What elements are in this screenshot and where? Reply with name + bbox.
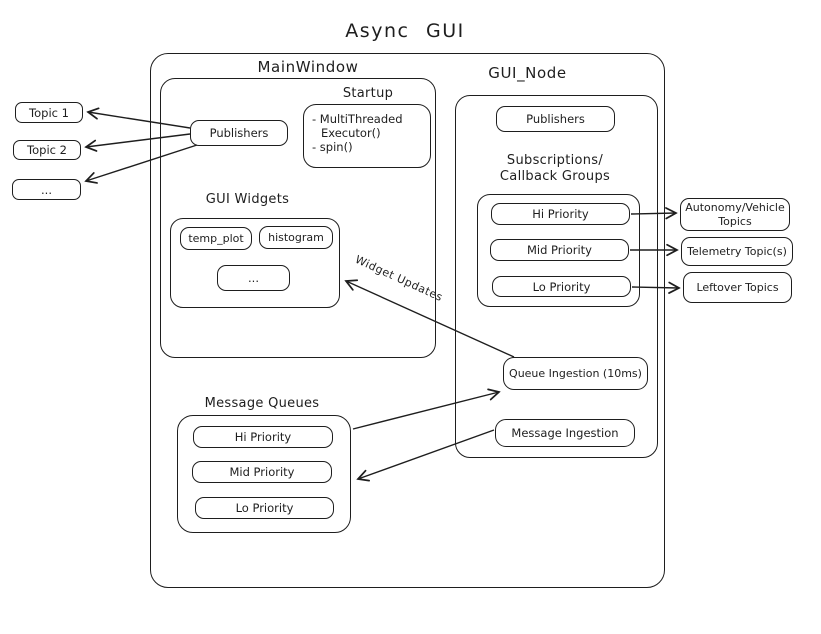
gui-node-label: GUI_Node	[488, 64, 567, 82]
queue-ingestion-box: Queue Ingestion (10ms)	[503, 357, 648, 390]
topic-2-box: Topic 2	[13, 140, 81, 160]
hi-priority-queue-label: Hi Priority	[234, 430, 292, 444]
telemetry-topics-label: Telemetry Topic(s)	[687, 245, 787, 258]
queue-ingestion-label: Queue Ingestion (10ms)	[509, 367, 642, 380]
lo-priority-subscription-label: Lo Priority	[532, 279, 591, 294]
more-widgets-ellipsis-box: ...	[217, 265, 290, 291]
startup-label: Startup	[342, 86, 394, 101]
mid-priority-queue-box: Mid Priority	[192, 461, 332, 483]
autonomy-topics-line1: Autonomy/Vehicle	[685, 200, 785, 214]
subscriptions-callback-groups-label: Subscriptions/ Callback Groups	[482, 153, 628, 185]
autonomy-vehicle-topics-label: Autonomy/Vehicle Topics	[685, 201, 785, 229]
histogram-widget-box: histogram	[259, 226, 333, 249]
mid-priority-subscription-box: Mid Priority	[490, 239, 629, 261]
publishers-guinode-label: Publishers	[526, 112, 585, 126]
hi-priority-subscription-box: Hi Priority	[491, 203, 630, 225]
startup-line-multithreaded: - MultiThreaded	[312, 112, 403, 126]
temp-plot-widget-box: temp_plot	[180, 227, 252, 250]
hi-priority-subscription-label: Hi Priority	[532, 207, 589, 221]
mainwindow-container-box	[160, 78, 436, 358]
lo-priority-queue-box: Lo Priority	[195, 497, 334, 519]
mainwindow-label: MainWindow	[257, 58, 359, 76]
message-ingestion-label: Message Ingestion	[511, 426, 619, 440]
subscriptions-label-line2: Callback Groups	[499, 169, 611, 184]
topic-2-label: Topic 2	[27, 143, 67, 157]
publishers-mainwindow-box: Publishers	[190, 120, 288, 146]
gui-node-container-box	[455, 95, 658, 458]
autonomy-topics-line2: Topics	[718, 214, 752, 228]
autonomy-vehicle-topics-box: Autonomy/Vehicle Topics	[680, 198, 790, 231]
more-widgets-ellipsis-label: ...	[248, 271, 259, 285]
topic-ellipsis-box: ...	[12, 179, 81, 200]
leftover-topics-label: Leftover Topics	[696, 281, 779, 294]
subscriptions-label-line1: Subscriptions/	[506, 153, 604, 168]
lo-priority-queue-label: Lo Priority	[235, 501, 294, 515]
message-queues-label: Message Queues	[204, 396, 320, 411]
message-queues-group-box	[177, 415, 351, 533]
startup-line-executor: Executor()	[321, 126, 381, 140]
lo-priority-subscription-box: Lo Priority	[492, 276, 631, 297]
mid-priority-queue-label: Mid Priority	[229, 465, 295, 479]
histogram-widget-label: histogram	[268, 231, 324, 244]
temp-plot-widget-label: temp_plot	[188, 232, 244, 245]
leftover-topics-box: Leftover Topics	[683, 272, 792, 303]
startup-line-spin: - spin()	[312, 140, 353, 154]
publishers-guinode-box: Publishers	[496, 106, 615, 132]
startup-code-list: - MultiThreaded Executor() - spin()	[312, 112, 426, 154]
topic-1-box: Topic 1	[15, 102, 83, 123]
topic-1-label: Topic 1	[29, 105, 69, 120]
message-ingestion-box: Message Ingestion	[495, 419, 635, 447]
publishers-mainwindow-label: Publishers	[209, 126, 269, 140]
gui-widgets-label: GUI Widgets	[205, 192, 290, 207]
diagram-title: Async GUI	[345, 20, 465, 42]
gui-widgets-box	[170, 218, 340, 308]
hi-priority-queue-box: Hi Priority	[193, 426, 333, 448]
mid-priority-subscription-label: Mid Priority	[526, 243, 592, 257]
startup-box	[303, 104, 431, 168]
telemetry-topics-box: Telemetry Topic(s)	[681, 237, 793, 266]
topic-ellipsis-label: ...	[41, 182, 52, 197]
async-gui-boundary-box	[150, 53, 665, 588]
